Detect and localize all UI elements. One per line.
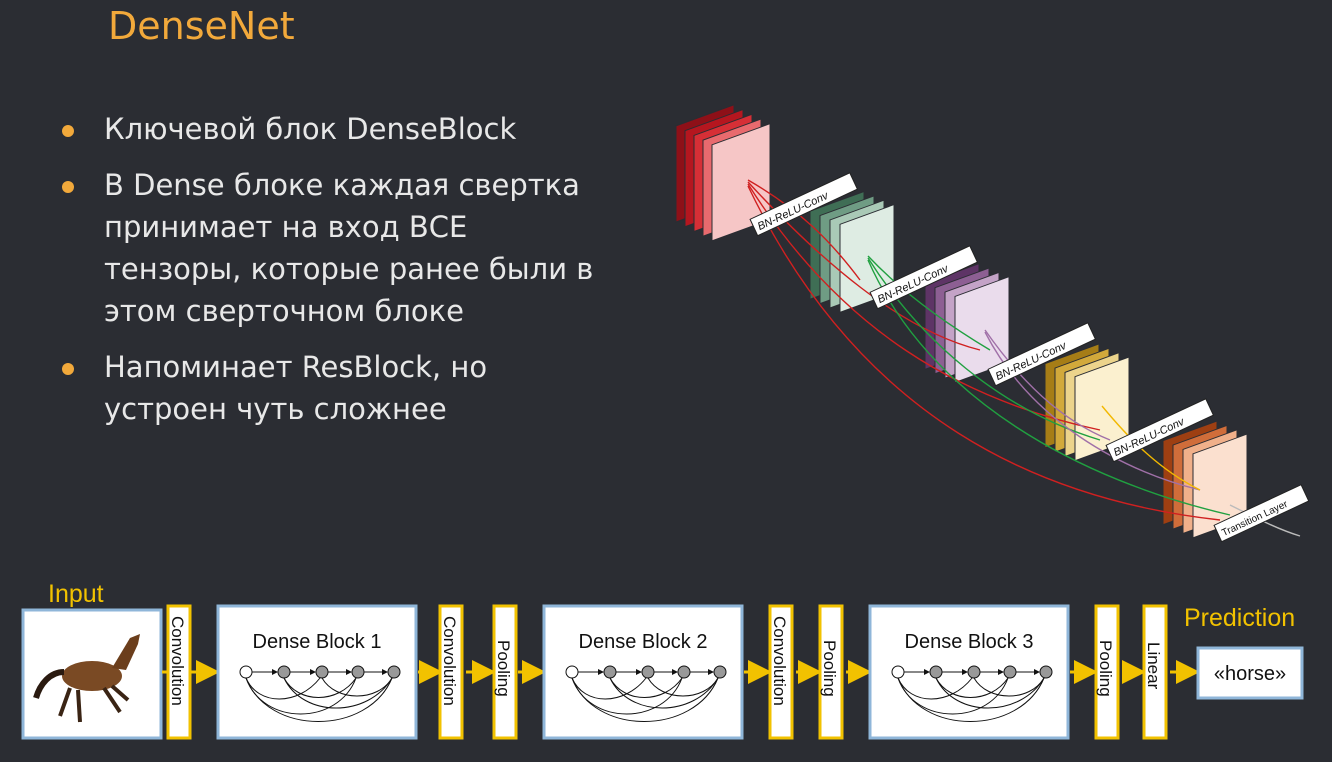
dense-block-1: Dense Block 1: [216, 604, 418, 740]
stage-label: Convolution: [440, 616, 459, 706]
dense-connectivity-graph: [239, 665, 401, 722]
dense-connectivity-graph: [565, 665, 727, 722]
output-box: «horse»: [1196, 646, 1304, 700]
bullet-line: В Dense блоке каждая свертка: [104, 168, 580, 202]
dense-connectivity-graph: [891, 665, 1053, 722]
stage-convolution-2: Convolution: [438, 604, 464, 740]
bullet-line: устроен чуть сложнее: [104, 392, 447, 426]
bullet-list: Ключевой блок DenseBlock В Dense блоке к…: [62, 108, 662, 444]
bullet-dot: [62, 181, 74, 193]
bullet-line: тензоры, которые ранее были в: [104, 252, 594, 286]
output-text: «horse»: [1214, 663, 1286, 685]
dense-connections: [747, 179, 1301, 537]
input-label: Input: [48, 580, 104, 608]
horse-icon: [33, 634, 140, 723]
dense-block-3: Dense Block 3: [868, 604, 1070, 740]
bullet-dot: [62, 125, 74, 137]
stage-linear: Linear: [1142, 604, 1168, 740]
dense-block-2: Dense Block 2: [542, 604, 744, 740]
bullet-line: принимает на вход ВСЕ: [104, 210, 468, 244]
dense-block-title: Dense Block 2: [579, 631, 708, 653]
stage-label: Linear: [1144, 642, 1163, 690]
stage-label: Pooling: [820, 640, 839, 697]
stage-convolution-3: Convolution: [768, 604, 794, 740]
slide-title: DenseNet: [108, 4, 295, 48]
bullet-item-3: Напоминает ResBlock, но устроен чуть слож…: [62, 346, 662, 430]
bullet-dot: [62, 363, 74, 375]
bullet-item-1: Ключевой блок DenseBlock: [62, 108, 662, 150]
bullet-line: этом сверточном блоке: [104, 294, 465, 328]
stage-pooling-2: Pooling: [818, 604, 844, 740]
feature-stack-2: [809, 190, 895, 313]
input-image: [21, 608, 163, 740]
stage-convolution-1: Convolution: [166, 604, 192, 740]
stage-pooling-3: Pooling: [1094, 604, 1120, 740]
stage-label: Convolution: [168, 616, 187, 706]
stage-pooling-1: Pooling: [492, 604, 518, 740]
dense-block-title: Dense Block 3: [905, 631, 1034, 653]
dense-block-title: Dense Block 1: [253, 631, 382, 653]
stage-label: Pooling: [494, 640, 513, 697]
feature-stack-4: [1044, 343, 1130, 462]
feature-stack-1: [675, 104, 771, 242]
stage-label: Pooling: [1096, 640, 1115, 697]
bullet-line: Напоминает ResBlock, но: [104, 350, 488, 384]
feature-stack-3: [924, 262, 1010, 384]
bullet-line: Ключевой блок DenseBlock: [104, 112, 517, 146]
prediction-label: Prediction: [1184, 604, 1295, 632]
stage-label: Convolution: [770, 616, 789, 706]
bullet-item-2: В Dense блоке каждая свертка принимает на…: [62, 164, 662, 332]
